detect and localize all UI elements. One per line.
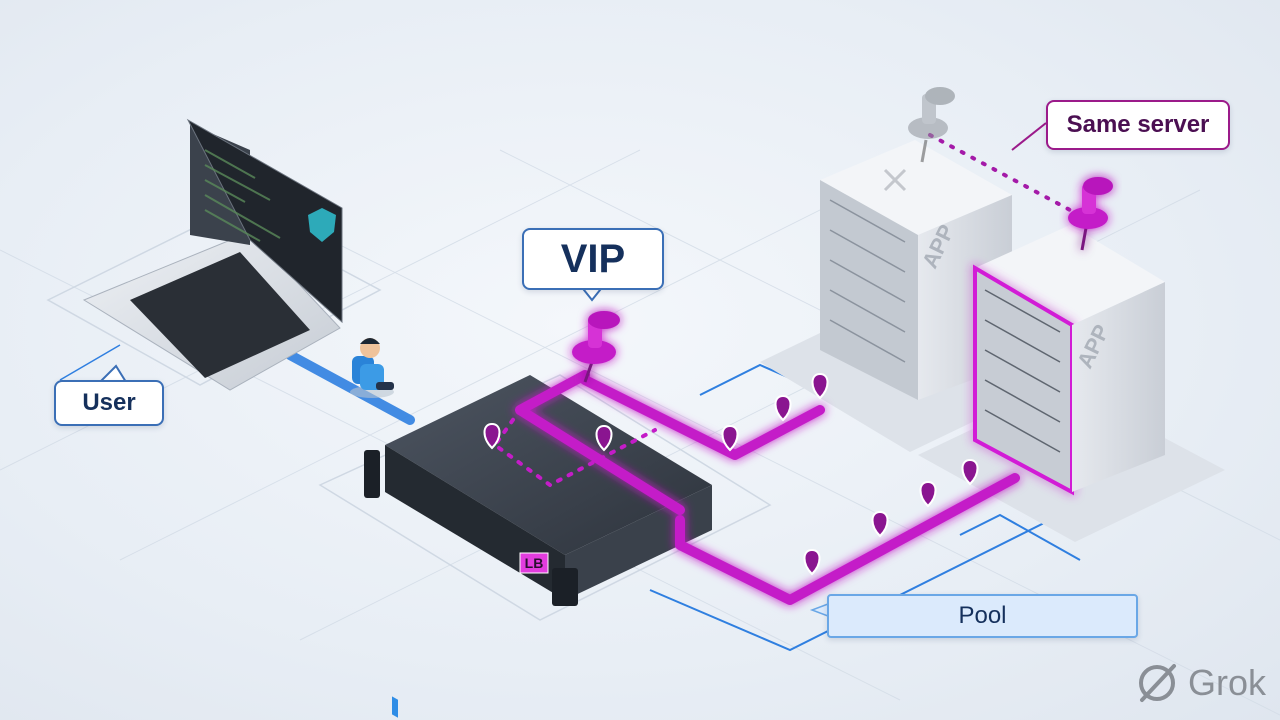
vip-pushpin-icon xyxy=(572,311,620,383)
grok-logo-icon xyxy=(1138,664,1176,702)
marker-icon xyxy=(721,424,739,452)
user-laptop xyxy=(82,118,343,391)
lb-badge: LB xyxy=(525,555,544,571)
load-balancer-device: LB xyxy=(364,375,712,718)
pool-text: Pool xyxy=(958,602,1007,629)
marker-icon xyxy=(919,480,937,508)
same-server-leader xyxy=(1011,122,1047,151)
marker-icon xyxy=(871,510,889,538)
marker-icon xyxy=(803,548,821,576)
user-label: User xyxy=(54,380,164,426)
person-figure xyxy=(350,338,394,398)
same-server-label: Same server xyxy=(1046,100,1230,150)
vip-text: VIP xyxy=(560,236,626,281)
pool-callout-pointer xyxy=(809,602,829,618)
pool-label: Pool xyxy=(827,594,1138,638)
faded-pushpin-icon xyxy=(883,87,955,192)
shield-icon xyxy=(308,208,336,242)
user-text: User xyxy=(82,389,136,416)
brand-name: Grok xyxy=(1187,662,1266,703)
marker-icon xyxy=(774,394,792,422)
server-app-2: APP xyxy=(918,225,1225,542)
marker-icon xyxy=(961,458,979,486)
vip-label: VIP xyxy=(522,228,664,290)
marker-icon xyxy=(595,424,613,452)
terminal-text-lines xyxy=(204,149,281,242)
network-links xyxy=(59,344,1081,652)
server-pushpin-icon xyxy=(1068,177,1113,251)
sticky-path-dotted xyxy=(492,408,657,488)
brand-watermark: Grok xyxy=(1134,660,1266,706)
marker-icon xyxy=(811,372,829,400)
same-server-text: Same server xyxy=(1066,111,1210,138)
map-markers xyxy=(483,372,979,576)
lb-activity-leds xyxy=(392,696,398,718)
marker-icon xyxy=(483,422,501,450)
same-server-link xyxy=(928,133,1072,212)
